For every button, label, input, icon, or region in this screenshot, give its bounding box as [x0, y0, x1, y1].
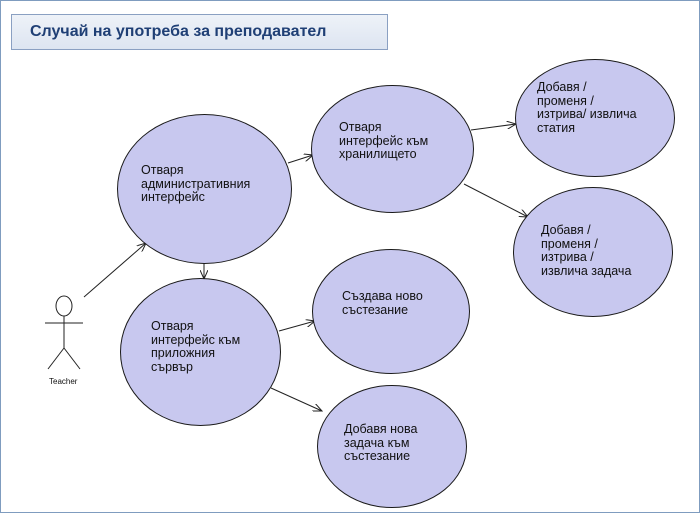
use-case-repository-interface[interactable] [311, 85, 474, 213]
actor-left-leg [47, 347, 65, 370]
connector-appserver-addtask [270, 387, 322, 411]
actor-figure[interactable] [45, 295, 83, 370]
connector-repository-article [470, 124, 516, 131]
use-case-manage-task[interactable] [513, 187, 673, 317]
connector-actor-admin [83, 243, 146, 298]
use-case-add-task-to-competition[interactable] [317, 385, 467, 508]
use-case-admin-interface[interactable] [117, 114, 292, 264]
use-case-app-server-interface[interactable] [120, 278, 281, 426]
connector-repository-task [463, 183, 528, 217]
connector-admin-repository [287, 155, 313, 164]
use-case-manage-article[interactable] [515, 59, 675, 177]
diagram-title-text: Случай на употреба за преподавател [30, 23, 327, 40]
connector-appserver-competition [278, 321, 315, 332]
use-case-create-competition[interactable] [312, 249, 470, 374]
actor-label: Teacher [49, 377, 78, 386]
actor-head [55, 295, 73, 317]
actor-right-leg [63, 347, 81, 370]
diagram-title: Случай на употреба за преподавател [11, 14, 388, 50]
